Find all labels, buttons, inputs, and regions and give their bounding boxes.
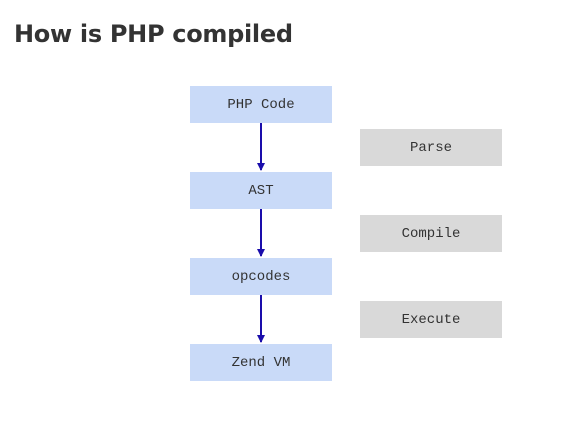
node-zend-vm: Zend VM bbox=[190, 344, 332, 381]
step-execute-label: Execute bbox=[401, 311, 461, 328]
step-parse-label: Parse bbox=[409, 139, 452, 156]
step-compile: Compile bbox=[360, 215, 502, 252]
node-php-code: PHP Code bbox=[190, 86, 332, 123]
page-title: How is PHP compiled bbox=[14, 20, 293, 48]
node-php-code-label: PHP Code bbox=[227, 96, 295, 113]
node-zend-vm-label: Zend VM bbox=[231, 354, 291, 371]
node-opcodes-label: opcodes bbox=[231, 268, 291, 285]
step-compile-label: Compile bbox=[401, 225, 461, 242]
node-ast-label: AST bbox=[248, 182, 274, 199]
node-opcodes: opcodes bbox=[190, 258, 332, 295]
node-ast: AST bbox=[190, 172, 332, 209]
step-parse: Parse bbox=[360, 129, 502, 166]
step-execute: Execute bbox=[360, 301, 502, 338]
